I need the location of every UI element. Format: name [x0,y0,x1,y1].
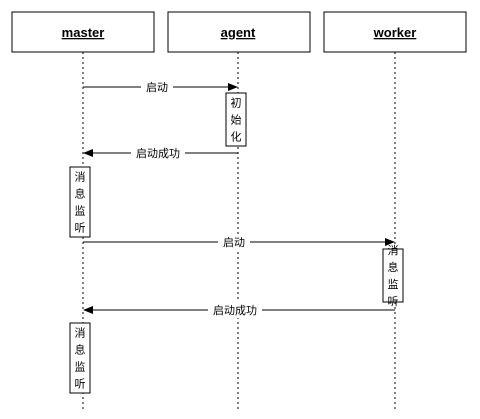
note-text: 初始化 [231,96,242,144]
note-text: 消息监听 [388,243,399,308]
message-master-to-agent: 启动 [83,79,238,95]
note-agent-init: 初始化 [225,92,247,147]
actor-worker: worker [323,11,467,53]
note-text: 消息监听 [75,326,86,391]
note-master-listen: 消息监听 [69,322,91,394]
message-worker-to-master: 启动成功 [83,302,395,318]
message-label: 启动成功 [213,304,257,317]
message-master-to-worker: 启动 [83,234,395,250]
arrowhead-left-icon [83,306,93,314]
note-worker-init: 消息监听 [382,243,404,308]
actor-master: master [11,11,155,53]
actor-agent: agent [167,11,311,53]
note-master-listen: 消息监听 [69,166,91,238]
actor-label-agent: agent [221,25,256,40]
arrowhead-right-icon [228,83,238,91]
message-label: 启动 [223,236,245,249]
message-agent-to-master: 启动成功 [83,145,238,161]
arrowhead-left-icon [83,149,93,157]
note-text: 消息监听 [75,170,86,235]
actor-label-master: master [62,25,105,40]
arrowhead-right-icon [385,238,395,246]
message-label: 启动 [146,81,168,94]
actor-label-worker: worker [373,25,417,40]
message-label: 启动成功 [136,147,180,160]
